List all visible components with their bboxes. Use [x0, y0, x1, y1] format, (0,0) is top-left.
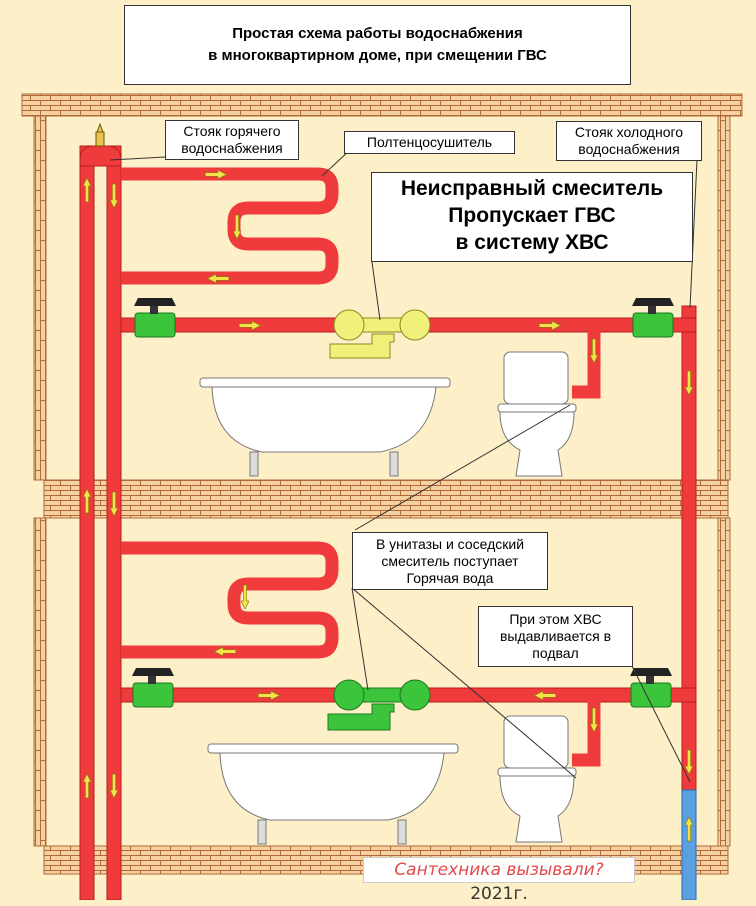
ball-valve-icon	[632, 298, 674, 338]
cold-pushed-line-2: выдавливается в	[499, 628, 612, 644]
hot-riser-return	[79, 145, 95, 900]
diagram-title: Простая схема работы водоснабжения в мно…	[124, 5, 631, 85]
title-line-1: Простая схема работы водоснабжения	[232, 25, 523, 42]
signature-text: Сантехника вызывали?	[394, 860, 604, 880]
hot-water-risers	[79, 122, 122, 900]
cold-pushed-line-3: подвал	[532, 645, 579, 661]
hot-to-toilets-line-2: смеситель поступает	[381, 553, 519, 569]
cold-riser-label-line-1: Стояк холодного	[574, 124, 684, 140]
hot-riser-supply	[106, 145, 122, 900]
hot-riser-label-line-2: водоснабжения	[181, 140, 283, 156]
cold-riser-label-line-2: водоснабжения	[578, 141, 680, 157]
leader-lines	[109, 149, 698, 783]
faulty-mixer	[329, 309, 431, 359]
towel-dryer-label: Полтенцосушитель	[344, 131, 515, 154]
right-wall-bottom	[717, 517, 731, 847]
toilet-feed-bottom	[572, 700, 601, 767]
toilet-top	[497, 351, 577, 477]
ball-valve-icon	[132, 668, 174, 708]
signature-year: 2021г.	[470, 884, 528, 904]
faulty-mixer-label-line-1: Неисправный смеситель	[400, 177, 664, 200]
faulty-mixer-label: Неисправный смеситель Пропускает ГВС в с…	[371, 172, 693, 262]
toilet-feed-top	[572, 330, 601, 399]
towel-dryer-label-text: Полтенцосушитель	[366, 134, 493, 150]
author-signature: Сантехника вызывали? 2021г.	[363, 857, 635, 904]
right-wall-top	[717, 115, 731, 481]
title-line-2: в многоквартирном доме, при смещении ГВС	[208, 47, 547, 64]
bathtub-top	[199, 377, 451, 477]
bathtub-bottom	[207, 743, 459, 845]
mixer-bottom	[327, 679, 431, 731]
ball-valve-icon	[630, 668, 672, 708]
air-vent-icon	[95, 122, 105, 147]
hot-to-toilets-label: В унитазы и соседский смеситель поступае…	[352, 532, 548, 590]
hot-riser-label-line-1: Стояк горячего	[183, 123, 281, 139]
hot-to-toilets-line-3: Горячая вода	[406, 570, 494, 586]
cold-riser-label: Стояк холодного водоснабжения	[556, 121, 702, 161]
faulty-mixer-label-line-2: Пропускает ГВС	[448, 204, 616, 227]
hot-to-toilets-line-1: В унитазы и соседский	[375, 536, 525, 552]
towel-dryer-top	[121, 167, 339, 285]
hot-riser-label: Стояк горячего водоснабжения	[165, 120, 299, 160]
faulty-mixer-label-line-3: в систему ХВС	[455, 231, 609, 254]
ball-valve-icon	[134, 298, 176, 338]
cold-pushed-line-1: При этом ХВС	[509, 611, 602, 627]
cold-pushed-label: При этом ХВС выдавливается в подвал	[478, 606, 633, 667]
ceiling-wall	[21, 93, 743, 117]
cold-water-riser	[681, 305, 697, 900]
left-wall-bottom	[33, 517, 47, 847]
cold-riser-cold-section	[681, 789, 697, 900]
toilet-bottom	[497, 715, 577, 843]
riser-top-bridge	[79, 145, 122, 167]
left-wall-top	[33, 115, 47, 481]
towel-dryer-bottom	[121, 541, 339, 659]
